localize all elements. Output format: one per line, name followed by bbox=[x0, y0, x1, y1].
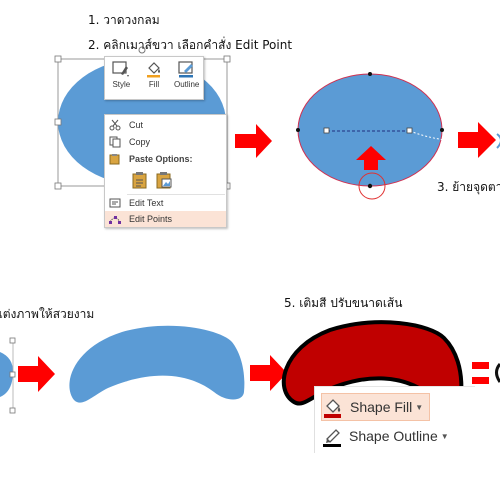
cut-label: Cut bbox=[129, 120, 144, 130]
outline-label: Outline bbox=[174, 80, 200, 89]
edit-points-label: Edit Points bbox=[129, 214, 173, 224]
vertex-points[interactable] bbox=[296, 72, 444, 189]
paste-icon bbox=[109, 154, 120, 165]
shape-fill-label: Shape Fill bbox=[350, 399, 413, 415]
step-2-text: 2. คลิกเมาส์ขวา เลือกคำสั่ง Edit Point bbox=[88, 38, 293, 52]
paint-bucket-icon bbox=[147, 62, 160, 78]
edit-text-icon bbox=[109, 198, 121, 208]
menu-item-paste-options: Paste Options: bbox=[105, 151, 226, 167]
shape-fill-button[interactable]: Shape Fill ▼ bbox=[321, 393, 431, 421]
menu-item-edit-text[interactable]: Edit Text bbox=[105, 195, 226, 211]
paste-options-label: Paste Options: bbox=[129, 154, 193, 164]
shape-outline-button[interactable]: Shape Outline ▼ bbox=[321, 423, 449, 449]
paste-options-row bbox=[105, 169, 226, 191]
paint-bucket-icon bbox=[324, 399, 341, 418]
edit-text-label: Edit Text bbox=[129, 198, 164, 208]
mini-toolbar: Style Fill Outline bbox=[104, 56, 204, 100]
fill-label: Fill bbox=[148, 80, 160, 89]
highlight-circle bbox=[358, 172, 386, 200]
copy-icon bbox=[109, 136, 121, 148]
step-3-text: 3. ย้ายจุดตา bbox=[437, 180, 500, 194]
selection-handles[interactable] bbox=[9, 337, 16, 414]
step-5-text: 5. เติมสี ปรับขนาดเส้น bbox=[284, 296, 403, 310]
tangent-handles[interactable] bbox=[323, 127, 413, 134]
style-icon bbox=[112, 61, 130, 77]
edit-points-icon bbox=[109, 216, 121, 224]
arrow-right-icon bbox=[250, 355, 287, 391]
fill-button[interactable]: Fill bbox=[138, 57, 171, 99]
menu-item-copy[interactable]: Copy bbox=[105, 134, 226, 150]
paste-picture-icon[interactable] bbox=[155, 171, 173, 189]
scissors-icon bbox=[109, 119, 121, 131]
menu-item-edit-points[interactable]: Edit Points bbox=[105, 211, 226, 227]
arrow-right-icon bbox=[18, 356, 55, 392]
shape-format-panel: Shape Fill ▼ Shape Outline ▼ bbox=[314, 386, 475, 453]
menu-separator bbox=[127, 194, 225, 195]
outline-pen-icon bbox=[323, 429, 341, 447]
shape-outline-label: Shape Outline bbox=[349, 428, 438, 444]
equals-icon bbox=[472, 362, 489, 384]
copy-label: Copy bbox=[129, 137, 151, 147]
context-menu: Cut Copy Paste Options: Edit Text Edit P… bbox=[104, 114, 227, 228]
chevron-down-icon[interactable]: ▼ bbox=[440, 431, 449, 441]
step-4-text: แต่งภาพให้สวยงาม bbox=[0, 307, 95, 321]
arrow-up-icon bbox=[356, 146, 386, 170]
chevron-down-icon[interactable]: ▼ bbox=[415, 402, 424, 412]
style-button[interactable]: Style bbox=[105, 57, 138, 99]
outline-button[interactable]: Outline bbox=[170, 57, 203, 99]
partial-shape bbox=[495, 363, 500, 383]
paste-icon[interactable] bbox=[131, 171, 149, 189]
menu-item-cut[interactable]: Cut bbox=[105, 117, 226, 133]
rotate-handle[interactable] bbox=[138, 46, 146, 54]
partial-shape bbox=[0, 352, 14, 397]
arrow-right-icon bbox=[458, 122, 496, 158]
arrow-right-icon bbox=[235, 124, 272, 158]
outline-pen-icon bbox=[178, 61, 193, 78]
curve-guide bbox=[409, 130, 446, 141]
blue-blob-shape[interactable] bbox=[69, 325, 245, 403]
style-label: Style bbox=[112, 80, 131, 89]
step-1-text: 1. วาดวงกลม bbox=[88, 13, 160, 27]
partial-shape bbox=[496, 133, 500, 149]
